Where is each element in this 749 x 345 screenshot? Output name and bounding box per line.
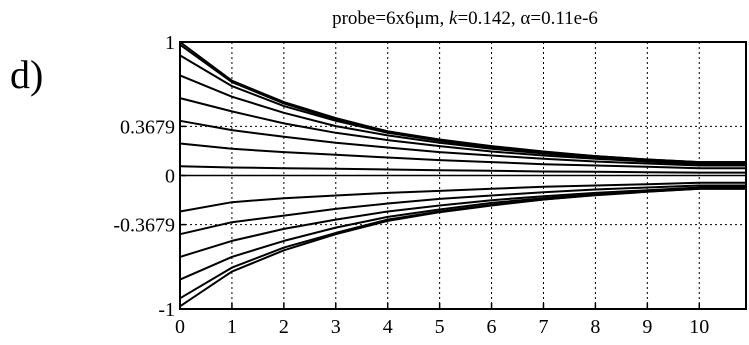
- series-line: [179, 119, 746, 167]
- y-tick-label: -1: [158, 299, 175, 321]
- y-tick-label: -0.3679: [113, 215, 175, 237]
- series-line: [179, 165, 746, 174]
- series-line: [179, 181, 746, 213]
- x-tick-label: 7: [538, 316, 548, 338]
- x-tick-label: 6: [487, 316, 497, 338]
- chart-title-k-symbol: k: [449, 8, 458, 29]
- panel-label: d): [10, 52, 43, 97]
- axes: [179, 41, 747, 310]
- x-tick-label: 4: [383, 316, 393, 338]
- chart-title-k-value: =0.142, α=0.11e-6: [457, 8, 597, 29]
- series-line: [179, 54, 746, 164]
- x-tick-label: 1: [227, 316, 237, 338]
- x-tick-labels: 0 1 2 3 4 5 6 7 8 9 10: [175, 316, 709, 338]
- series-line: [179, 142, 746, 170]
- x-tick-label: 10: [689, 316, 709, 338]
- series-line: [179, 97, 746, 166]
- y-tick-label: 1: [165, 32, 175, 54]
- x-tick-label: 2: [279, 316, 289, 338]
- x-tick-label: 5: [435, 316, 445, 338]
- chart-title-prefix: probe=6x6μm,: [332, 8, 449, 29]
- y-tick-labels: -1 -0.3679 0 0.3679 1: [113, 32, 175, 321]
- series-line: [179, 187, 746, 308]
- series-line: [179, 187, 746, 300]
- series-line: [179, 184, 746, 236]
- y-tick-label: 0: [165, 166, 175, 188]
- series-group: [179, 41, 746, 308]
- chart-title: probe=6x6μm, k=0.142, α=0.11e-6: [332, 8, 598, 29]
- x-tick-label: 9: [642, 316, 652, 338]
- x-tick-label: 3: [331, 316, 341, 338]
- x-tick-label: 0: [175, 316, 185, 338]
- y-tick-label: 0.3679: [120, 116, 175, 138]
- x-tick-label: 8: [590, 316, 600, 338]
